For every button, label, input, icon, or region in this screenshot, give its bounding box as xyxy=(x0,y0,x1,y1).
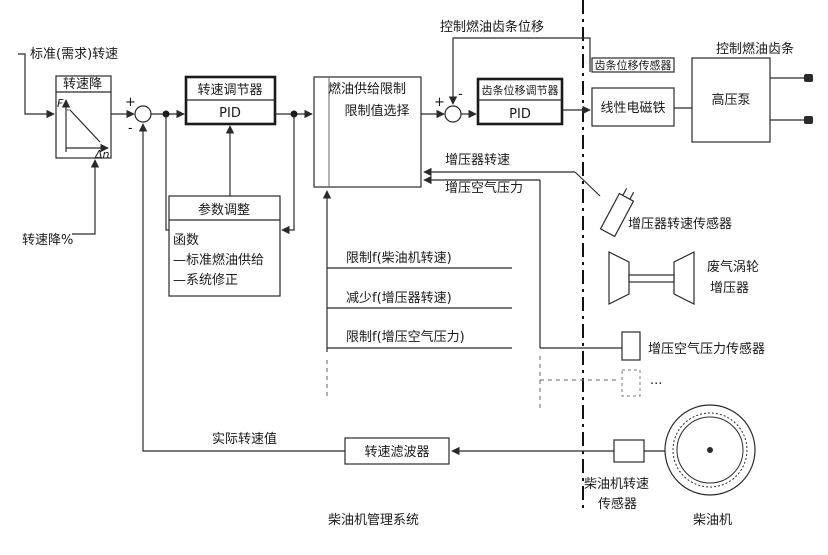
rack-regulator-pid: PID xyxy=(509,107,531,122)
param-func-label: 函数 xyxy=(173,233,199,248)
limit2-label: 减少f(增压器转速) xyxy=(346,291,452,306)
speed-drop-pct-label: 转速降% xyxy=(22,233,73,248)
turbocharger-icon xyxy=(608,251,695,305)
extra-sensor-ellipsis: ··· xyxy=(650,377,662,392)
std-speed-label: 标准(需求)转速 xyxy=(30,47,118,62)
speed-drop-pct-line xyxy=(72,159,100,235)
pump-outlet-cap-2 xyxy=(804,116,813,124)
turbocharger-label-1: 废气涡轮 xyxy=(707,259,759,275)
extra-sensor-icon xyxy=(621,369,641,397)
actual-speed-feedback-line xyxy=(138,123,345,452)
summing-junction-1 xyxy=(134,105,152,123)
std-speed-input-line xyxy=(18,53,55,119)
speed-drop-curve xyxy=(69,109,101,143)
solenoid-box xyxy=(591,87,675,127)
param-func-line2: —系统修正 xyxy=(173,273,238,288)
solenoid-label: 线性电磁铁 xyxy=(600,101,665,116)
speed-regulator-title: 转速调节器 xyxy=(197,83,262,98)
axis-dn-label: Δn xyxy=(94,148,110,161)
turbo-speed-sensor-icon xyxy=(599,188,635,238)
junction1-to-param-line xyxy=(165,114,169,231)
engine-flywheel-icon xyxy=(664,404,756,496)
fuel-limit-box xyxy=(313,76,422,188)
sum1-plus: + xyxy=(125,95,136,110)
actual-speed-label: 实际转速值 xyxy=(212,431,277,447)
param-func-line1: —标准燃油供给 xyxy=(173,252,264,268)
turbo-speed-label: 增压器转速 xyxy=(445,153,510,168)
ctrl-rack-label: 控制燃油齿条 xyxy=(716,41,794,57)
limit3-label: 限制f(增压空气压力) xyxy=(346,329,465,345)
sum1-minus: - xyxy=(128,121,133,136)
engine-label: 柴油机 xyxy=(693,513,732,528)
rack-feedback-line xyxy=(448,37,591,105)
boost-sensor-label: 增压空气压力传感器 xyxy=(648,341,765,357)
param-adjust-box xyxy=(168,195,281,297)
pump-outlet-cap-1 xyxy=(804,74,813,82)
limit-select-label: 限制值选择 xyxy=(344,103,409,119)
hp-pump-box xyxy=(691,57,771,143)
fuel-limit-title: 燃油供给限制 xyxy=(328,81,406,97)
engine-speed-sensor-icon xyxy=(613,439,645,463)
turbo-speed-sensor-link xyxy=(574,171,601,197)
summing-junction-2 xyxy=(444,105,462,123)
limit1-label: 限制f(柴油机转速) xyxy=(346,251,452,266)
engine-sensor-label-2: 传感器 xyxy=(598,496,637,512)
boost-pressure-label: 增压空气压力 xyxy=(445,180,523,196)
speed-filter-label: 转速滤波器 xyxy=(364,445,429,460)
axis-f-label: F xyxy=(57,97,64,110)
rack-sensor-box xyxy=(591,57,675,73)
junction2-to-param-line xyxy=(281,114,295,235)
rack-regulator-box xyxy=(476,77,564,126)
boost-sensor-icon xyxy=(621,331,641,361)
hp-pump-label: 高压泵 xyxy=(711,92,750,108)
sum2-plus: + xyxy=(434,95,445,110)
turbo-sensor-label: 增压器转速传感器 xyxy=(628,216,732,232)
speed-regulator-pid: PID xyxy=(219,106,241,121)
ctrl-rack-pos-label: 控制燃油齿条位移 xyxy=(440,19,544,35)
speed-drop-title: 转速降 xyxy=(63,77,102,92)
engine-sensor-label-1: 柴油机转速 xyxy=(584,477,649,492)
ems-caption: 柴油机管理系统 xyxy=(328,513,419,528)
sum2-minus: - xyxy=(458,87,463,102)
speed-filter-box xyxy=(344,437,450,465)
turbocharger-label-2: 增压器 xyxy=(710,281,749,296)
param-adjust-title: 参数调整 xyxy=(198,202,250,218)
rack-sensor-label: 齿条位移传感器 xyxy=(595,58,672,72)
rack-regulator-title: 齿条位移调节器 xyxy=(482,83,559,97)
